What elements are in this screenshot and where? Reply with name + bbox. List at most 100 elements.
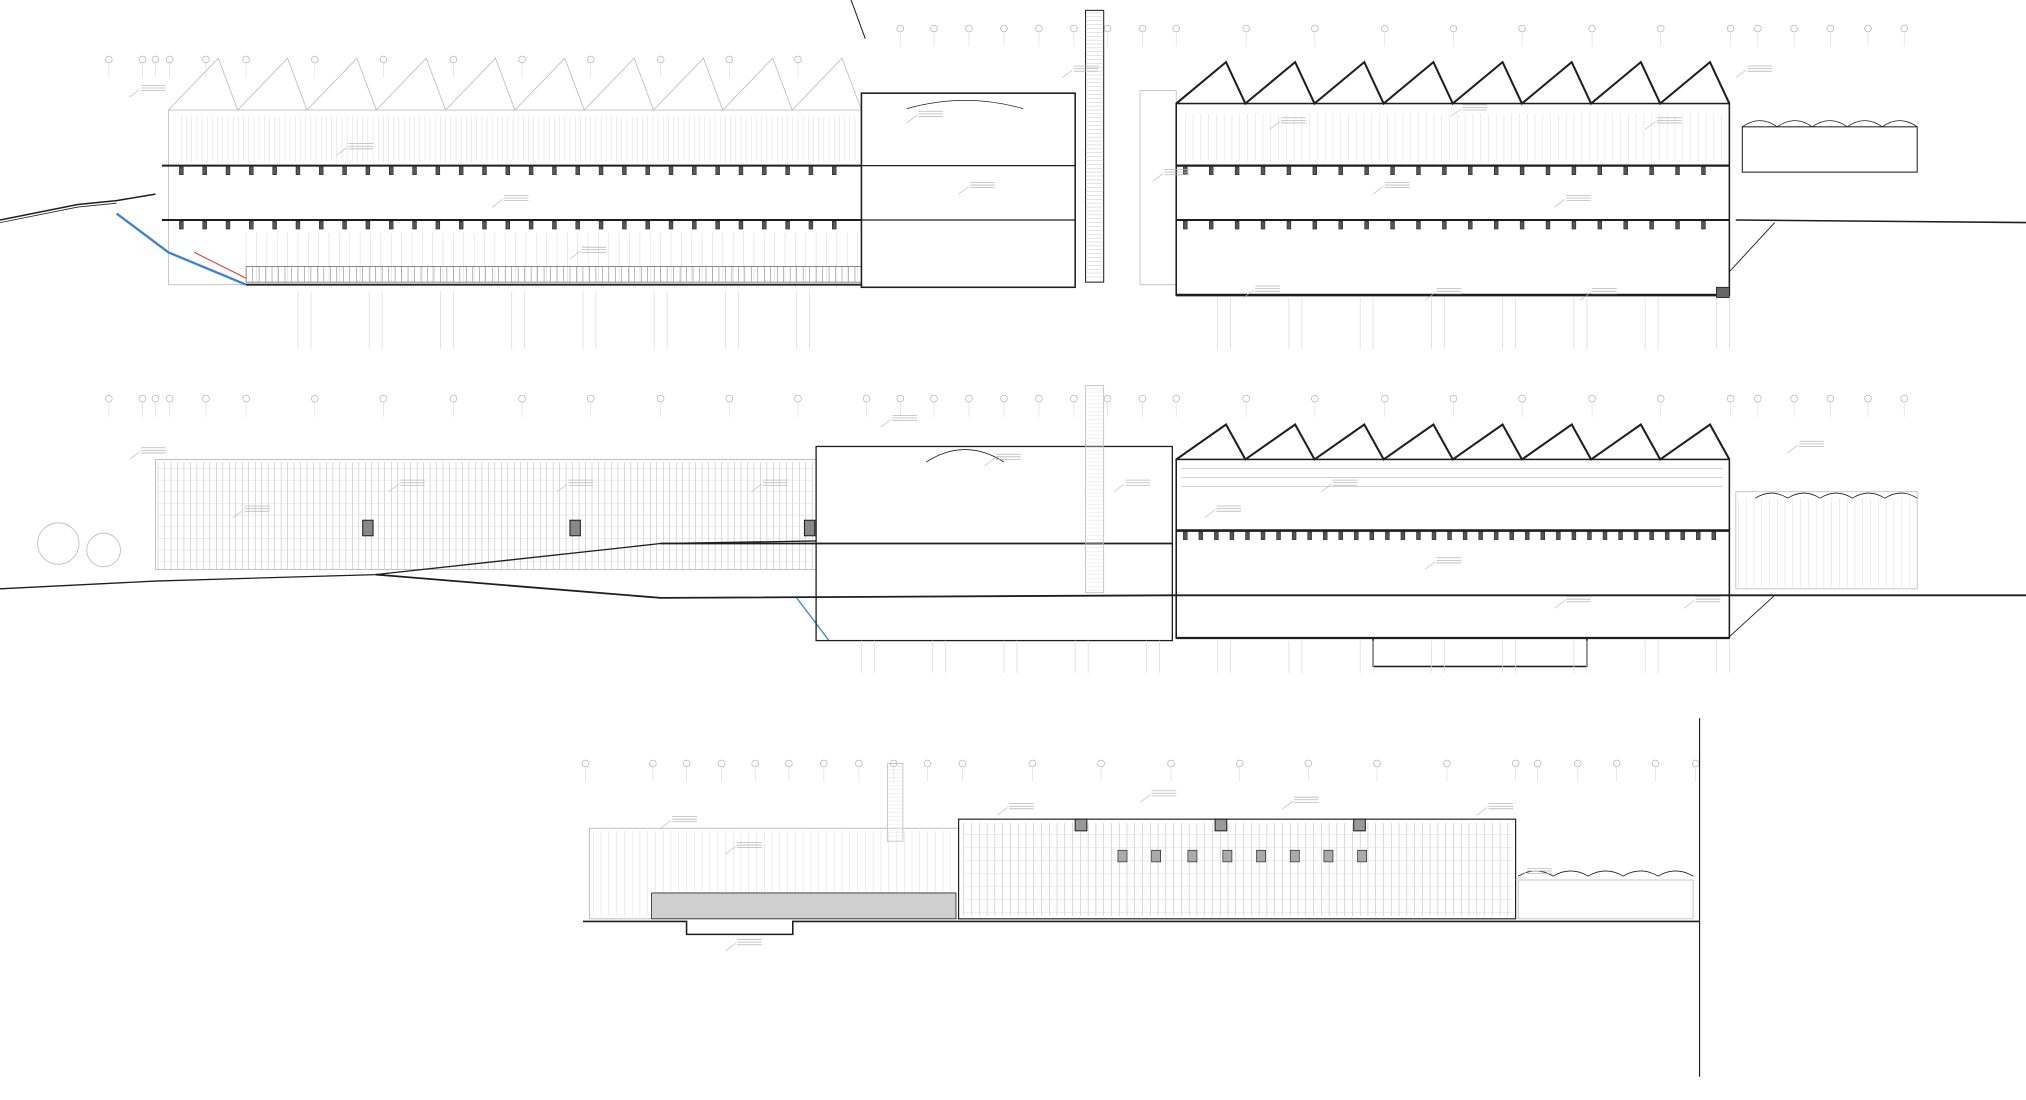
grid-bubble [930,24,938,33]
window-panel [1357,849,1367,863]
arch [1819,492,1853,499]
leader-line [1321,483,1332,493]
glazed-facade [154,458,817,570]
grid-bubble [896,394,905,403]
section-1 [0,0,2026,350]
grid-bubble [725,394,734,403]
grid-bubble [656,55,665,64]
beam [1276,531,1281,540]
grid-bubble [1103,24,1112,33]
leader-line [1113,483,1125,493]
beam [1468,166,1473,175]
beam [762,166,767,175]
grid-bubble [1900,394,1908,403]
grid-bubble [1656,24,1665,33]
beam [1369,531,1375,540]
leader-line [388,483,400,493]
leader-line [569,250,581,260]
grid-bubble [1381,394,1389,403]
leader-line [1243,289,1255,298]
arch [1755,492,1788,499]
beam [1571,531,1577,540]
grid-bubble [1138,24,1147,33]
right-building-outline [1175,102,1731,296]
beam [1260,166,1266,175]
grid-bubble [1381,24,1389,33]
beam [1400,531,1406,540]
arch [1884,492,1918,499]
leader-line [997,807,1009,816]
tree [86,532,121,568]
leader-line [880,419,892,428]
grid-bubble [1900,24,1908,33]
grid-bubble [1518,24,1526,33]
beam [295,221,301,230]
grid-bubble [1311,24,1319,33]
vent-panel [803,519,816,537]
red-annotation [194,251,247,279]
beam [1675,221,1680,230]
grid-bubble [820,759,828,768]
leader-line [660,820,672,829]
beam [412,221,417,230]
beam [1623,166,1628,175]
grid-bubble [1726,24,1735,33]
left-building-outline [168,109,862,286]
basement-pit [1372,637,1588,668]
grid-bubble [1651,759,1660,768]
leader-line [1476,807,1488,816]
leader-line [336,147,348,156]
grid-bubble [105,394,113,403]
arch [1847,120,1883,128]
grid-bubble [896,24,905,33]
beam [249,166,254,175]
beam [808,221,814,230]
annex-building [1517,879,1694,920]
grid-bubble [311,55,319,64]
beam [435,221,441,230]
annex-building [1735,491,1918,590]
beam [1442,221,1447,230]
grid-bubble [105,55,113,64]
beam [1701,221,1706,230]
beam [1493,166,1499,175]
grid-bubble [379,55,388,64]
leader-line [1683,600,1695,609]
leader-line [492,199,503,208]
beam [1322,531,1328,540]
window-panel [1117,849,1128,863]
beam [342,166,347,175]
grid-bubble [311,394,319,403]
grid-bubble [1588,24,1596,33]
grid-bubble [242,394,250,403]
slope-line [1729,222,1776,273]
beam [808,166,814,175]
arch [1742,120,1778,128]
beam [598,221,604,230]
beam [1416,221,1421,230]
beam [1680,531,1685,540]
beam [202,166,207,175]
grid-bubble [586,394,595,403]
elevation-3 [581,718,1701,1077]
beam [1214,531,1219,540]
grid-bubble [1242,394,1250,403]
leader-line [232,509,244,518]
beam [365,221,371,230]
leader-line [906,114,918,124]
beam [552,221,557,230]
window-panel [1289,849,1300,863]
grid-bubble [1373,759,1381,768]
beam [1364,166,1369,175]
vent-panel [569,519,581,537]
grid-bubble [794,55,802,64]
arch [1881,120,1918,128]
beam [1183,221,1188,230]
grid-bubble [794,394,802,403]
leader-line [1372,186,1384,195]
ground-line [1735,219,2026,224]
window-panel [1323,849,1334,863]
beam [1245,531,1250,540]
beam [342,221,347,230]
beam [1587,531,1592,540]
